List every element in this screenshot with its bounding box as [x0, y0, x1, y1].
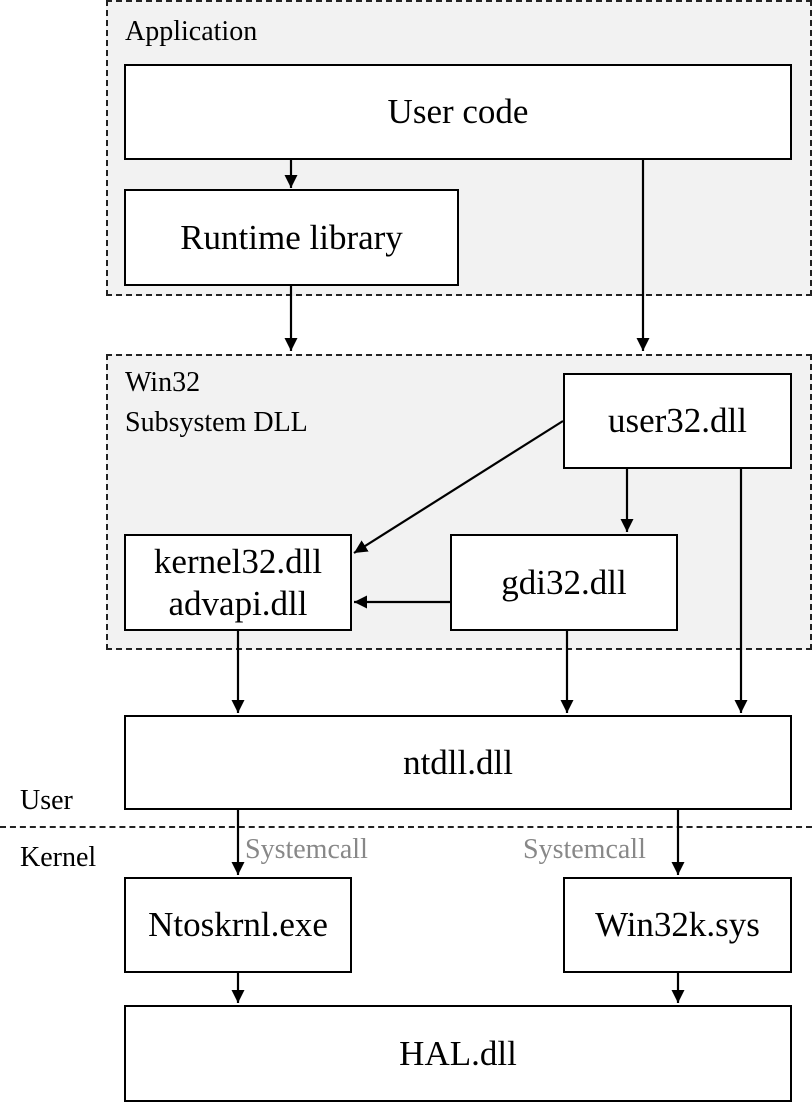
kernel32-label: kernel32.dll	[153, 541, 323, 581]
ntoskrnl-box: Ntoskrnl.exe	[124, 877, 352, 973]
user-code-label: User code	[387, 92, 529, 131]
gdi32-label: gdi32.dll	[501, 562, 627, 602]
hal-box: HAL.dll	[124, 1005, 792, 1102]
ntdll-box: ntdll.dll	[124, 715, 792, 810]
kernel-layer-label: Kernel	[20, 842, 97, 873]
user32-label: user32.dll	[607, 401, 747, 440]
ntdll-label: ntdll.dll	[403, 742, 513, 782]
advapi-label: advapi.dll	[168, 583, 308, 623]
user32-box: user32.dll	[563, 373, 792, 469]
gdi32-box: gdi32.dll	[450, 534, 678, 631]
win32-group-label-line2: Subsystem DLL	[125, 407, 308, 438]
application-group-label: Application	[125, 16, 258, 47]
win32k-label: Win32k.sys	[595, 905, 760, 944]
user-kernel-divider	[0, 826, 812, 828]
systemcall-label-right: Systemcall	[523, 834, 646, 865]
kernel32-advapi-box: kernel32.dll advapi.dll	[124, 534, 352, 631]
win32-group-label-line1: Win32	[125, 367, 201, 398]
user-code-box: User code	[124, 64, 792, 160]
runtime-library-box: Runtime library	[124, 189, 459, 286]
win32k-box: Win32k.sys	[563, 877, 792, 973]
user-layer-label: User	[20, 785, 73, 816]
systemcall-label-left: Systemcall	[245, 834, 368, 865]
hal-label: HAL.dll	[399, 1033, 517, 1073]
ntoskrnl-label: Ntoskrnl.exe	[148, 905, 328, 944]
runtime-library-label: Runtime library	[180, 217, 403, 257]
